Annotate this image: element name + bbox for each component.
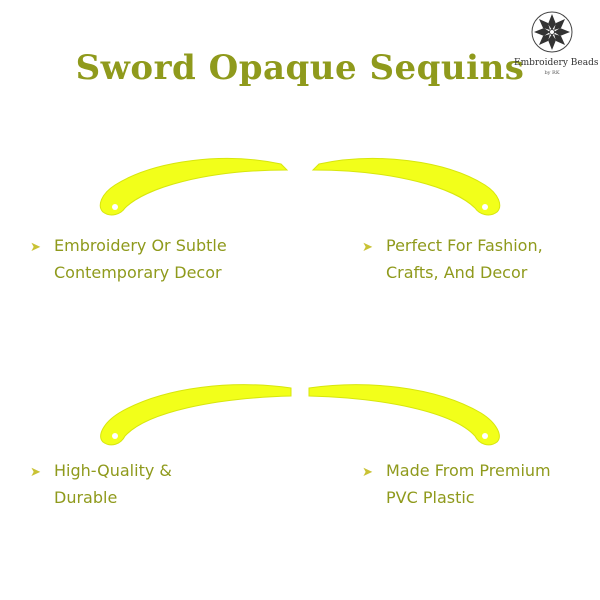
arrow-icon: ➤ xyxy=(362,240,373,255)
arrow-icon: ➤ xyxy=(362,465,373,480)
logo-name: Embroidery Beads xyxy=(514,58,599,68)
feature-fashion: ➤ Perfect For Fashion, Crafts, And Decor xyxy=(362,232,600,286)
arrow-icon: ➤ xyxy=(30,240,41,255)
logo-byline: by RK xyxy=(544,70,560,76)
arrow-icon: ➤ xyxy=(30,465,41,480)
sword-sequin-right-bottom xyxy=(308,384,500,446)
feature-line: PVC Plastic xyxy=(386,488,475,507)
brand-logo: Embroidery Beads by RK xyxy=(514,8,599,92)
feature-line: Embroidery Or Subtle xyxy=(54,236,227,255)
feature-line: Durable xyxy=(54,488,118,507)
feature-line: Perfect For Fashion, xyxy=(386,236,543,255)
sword-sequin-left-bottom xyxy=(100,384,292,446)
feature-line: Crafts, And Decor xyxy=(386,263,528,282)
feature-quality: ➤ High-Quality & Durable xyxy=(30,457,270,511)
feature-embroidery: ➤ Embroidery Or Subtle Contemporary Deco… xyxy=(30,232,270,286)
feature-line: High-Quality & xyxy=(54,461,172,480)
sword-sequin-left-top xyxy=(99,158,289,216)
feature-material: ➤ Made From Premium PVC Plastic xyxy=(362,457,600,511)
diamond-flower-logo-icon xyxy=(531,11,573,53)
page-title: Sword Opaque Sequins xyxy=(75,48,525,88)
feature-line: Made From Premium xyxy=(386,461,551,480)
feature-line: Contemporary Decor xyxy=(54,263,222,282)
sword-sequin-right-top xyxy=(311,158,501,216)
